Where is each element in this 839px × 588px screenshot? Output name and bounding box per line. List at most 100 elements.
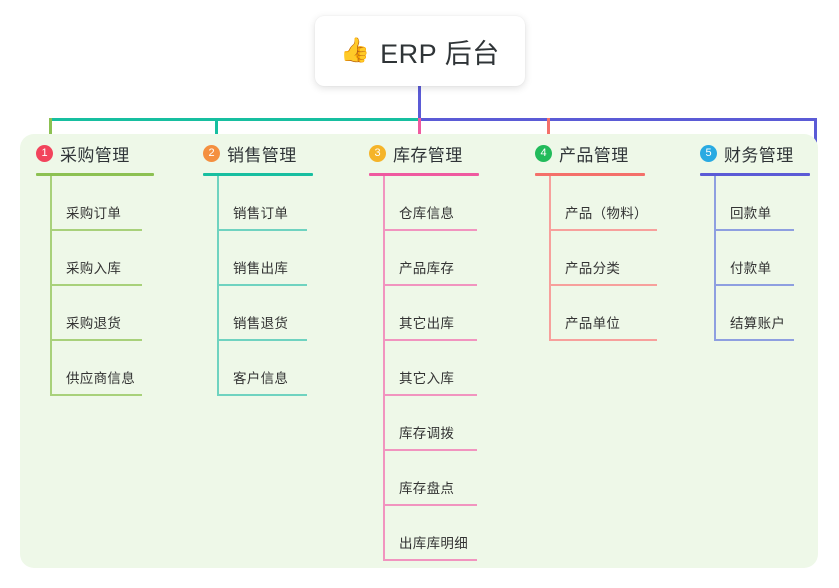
branch-header-3[interactable]: 3 库存管理	[369, 140, 479, 166]
leaf-item[interactable]: 出库库明细	[383, 506, 479, 561]
branch-leaves-3: 仓库信息产品库存其它出库其它入库库存调拨库存盘点出库库明细	[383, 176, 479, 561]
leaf-underline	[217, 394, 307, 396]
branch-leaves-5: 回款单付款单结算账户	[714, 176, 810, 341]
drop-connector-3	[418, 118, 421, 144]
leaf-item[interactable]: 其它入库	[383, 341, 479, 396]
drop-connector-1	[49, 118, 52, 144]
leaf-underline	[50, 339, 142, 341]
root-node-title: ERP 后台	[380, 38, 500, 69]
leaf-item[interactable]: 采购入库	[50, 231, 154, 286]
leaf-label: 产品单位	[565, 316, 621, 331]
leaf-underline	[383, 339, 477, 341]
leaf-underline	[383, 504, 477, 506]
branch-spine-1	[50, 176, 52, 396]
branch-badge-4: 4	[535, 144, 552, 162]
branch-underline-5	[700, 173, 810, 176]
leaf-item[interactable]: 产品库存	[383, 231, 479, 286]
branch-leaves-2: 销售订单销售出库销售退货客户信息	[217, 176, 313, 396]
leaf-label: 库存调拨	[399, 426, 455, 441]
branch-underline-4	[535, 173, 645, 176]
drop-connector-5	[814, 118, 817, 144]
leaf-item[interactable]: 产品分类	[549, 231, 657, 286]
leaf-label: 结算账户	[730, 316, 786, 331]
leaf-underline	[549, 229, 657, 231]
branch-header-2[interactable]: 2 销售管理	[203, 140, 313, 166]
branch-badge-1: 1	[36, 144, 53, 162]
leaf-underline	[50, 229, 142, 231]
leaf-underline	[714, 339, 794, 341]
drop-connector-4	[547, 118, 550, 144]
leaf-label: 采购退货	[66, 316, 122, 331]
branch-leaves-1: 采购订单采购入库采购退货供应商信息	[50, 176, 154, 396]
branch-title-3: 库存管理	[393, 145, 463, 165]
leaf-underline	[217, 229, 307, 231]
leaf-label: 付款单	[730, 261, 772, 276]
branch-5[interactable]: 5 财务管理回款单付款单结算账户	[700, 140, 810, 341]
branch-3[interactable]: 3 库存管理仓库信息产品库存其它出库其它入库库存调拨库存盘点出库库明细	[369, 140, 479, 561]
branch-badge-5: 5	[700, 144, 717, 162]
leaf-item[interactable]: 付款单	[714, 231, 810, 286]
branch-underline-2	[203, 173, 313, 176]
leaf-underline	[50, 284, 142, 286]
root-node[interactable]: 👍 ERP 后台	[315, 16, 525, 86]
thumbs-up-icon: 👍	[340, 37, 371, 64]
branch-title-2: 销售管理	[227, 145, 297, 165]
branch-title-5: 财务管理	[724, 145, 794, 165]
branch-badge-3: 3	[369, 144, 386, 162]
leaf-underline	[217, 284, 307, 286]
leaf-item[interactable]: 供应商信息	[50, 341, 154, 396]
leaf-label: 销售出库	[233, 261, 289, 276]
leaf-label: 出库库明细	[399, 536, 468, 551]
leaf-label: 回款单	[730, 206, 772, 221]
leaf-underline	[549, 339, 657, 341]
leaf-underline	[549, 284, 657, 286]
branch-2[interactable]: 2 销售管理销售订单销售出库销售退货客户信息	[203, 140, 313, 396]
leaf-underline	[383, 559, 477, 561]
diagram-panel	[20, 134, 818, 568]
leaf-label: 采购入库	[66, 261, 122, 276]
branch-leaves-4: 产品（物料） 产品分类产品单位	[549, 176, 657, 341]
leaf-underline	[50, 394, 142, 396]
leaf-label: 供应商信息	[66, 371, 135, 386]
branch-badge-2: 2	[203, 144, 220, 162]
leaf-item[interactable]: 产品单位	[549, 286, 657, 341]
root-stem-connector	[418, 86, 421, 120]
leaf-item[interactable]: 仓库信息	[383, 176, 479, 231]
leaf-item[interactable]: 其它出库	[383, 286, 479, 341]
leaf-label: 产品库存	[399, 261, 455, 276]
leaf-item[interactable]: 库存盘点	[383, 451, 479, 506]
leaf-underline	[383, 449, 477, 451]
leaf-item[interactable]: 回款单	[714, 176, 810, 231]
leaf-item[interactable]: 销售订单	[217, 176, 313, 231]
leaf-item[interactable]: 采购订单	[50, 176, 154, 231]
leaf-label: 产品（物料）	[565, 206, 648, 221]
leaf-underline	[714, 284, 794, 286]
branch-spine-4	[549, 176, 551, 341]
leaf-item[interactable]: 产品（物料）	[549, 176, 657, 231]
branch-spine-5	[714, 176, 716, 341]
leaf-item[interactable]: 销售退货	[217, 286, 313, 341]
leaf-underline	[714, 229, 794, 231]
leaf-label: 库存盘点	[399, 481, 455, 496]
leaf-underline	[383, 284, 477, 286]
branch-header-5[interactable]: 5 财务管理	[700, 140, 810, 166]
leaf-item[interactable]: 销售出库	[217, 231, 313, 286]
leaf-label: 采购订单	[66, 206, 122, 221]
leaf-item[interactable]: 采购退货	[50, 286, 154, 341]
branch-underline-1	[36, 173, 154, 176]
branch-spine-3	[383, 176, 385, 561]
bus-left-connector	[49, 118, 421, 121]
leaf-label: 仓库信息	[399, 206, 455, 221]
branch-spine-2	[217, 176, 219, 396]
leaf-underline	[217, 339, 307, 341]
drop-connector-2	[215, 118, 218, 144]
leaf-item[interactable]: 结算账户	[714, 286, 810, 341]
leaf-item[interactable]: 库存调拨	[383, 396, 479, 451]
leaf-label: 客户信息	[233, 371, 289, 386]
leaf-item[interactable]: 客户信息	[217, 341, 313, 396]
bus-right-connector	[418, 118, 817, 121]
